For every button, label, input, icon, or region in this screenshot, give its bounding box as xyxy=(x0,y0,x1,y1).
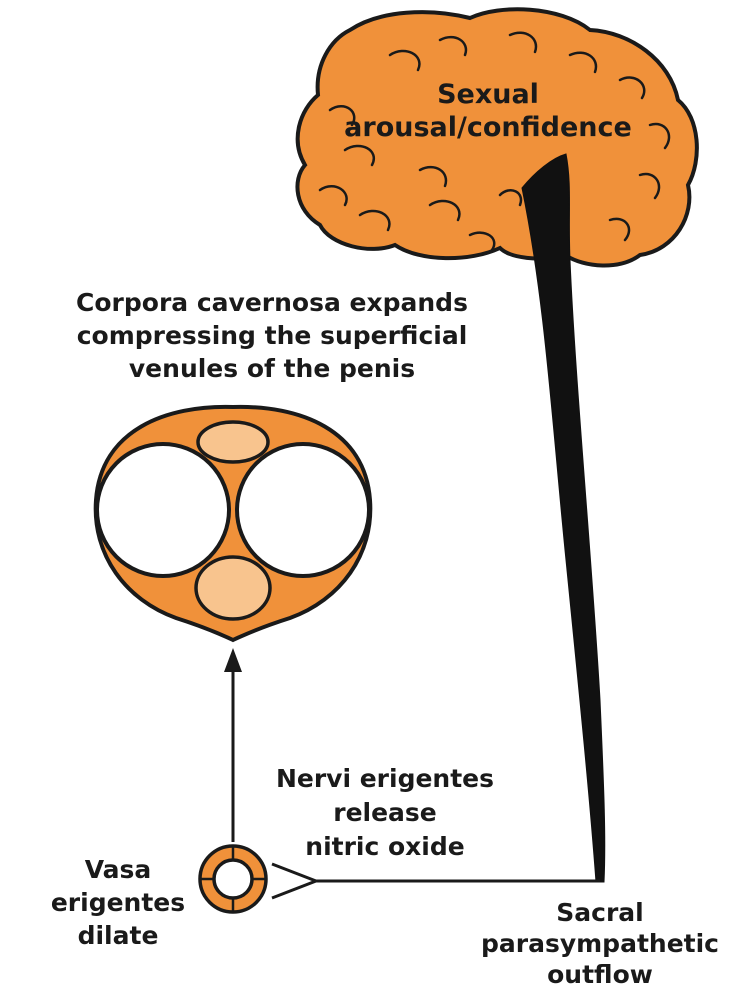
nerve-connection xyxy=(272,864,600,898)
vessel-ring xyxy=(200,846,266,912)
corpora-label-line-3: venules of the penis xyxy=(62,352,482,385)
brain-label-line-1: Sexual xyxy=(318,78,658,111)
vasa-label-line-1: Vasa xyxy=(28,853,208,886)
left-corpus-cavernosum xyxy=(97,444,229,576)
nervi-label-line-1: Nervi erigentes xyxy=(270,762,500,796)
nervi-label-line-3: nitric oxide xyxy=(270,830,500,864)
corpora-label-line-1: Corpora cavernosa expands xyxy=(62,286,482,319)
upward-arrow xyxy=(224,648,242,842)
sacral-label-line-3: outflow xyxy=(470,959,730,990)
corpus-spongiosum xyxy=(196,557,270,619)
sacral-label: Sacral parasympathetic outflow xyxy=(470,897,730,990)
nervi-label: Nervi erigentes release nitric oxide xyxy=(270,762,500,864)
brain-label-line-2: arousal/confidence xyxy=(318,111,658,144)
penis-cross-section xyxy=(96,407,371,640)
vasa-label-line-3: dilate xyxy=(28,919,208,952)
sacral-label-line-2: parasympathetic xyxy=(470,928,730,959)
brain-label: Sexual arousal/confidence xyxy=(318,78,658,144)
right-corpus-cavernosum xyxy=(237,444,369,576)
sacral-label-line-1: Sacral xyxy=(470,897,730,928)
corpora-label: Corpora cavernosa expands compressing th… xyxy=(62,286,482,385)
vasa-label-line-2: erigentes xyxy=(28,886,208,919)
corpora-label-line-2: compressing the superficial xyxy=(62,319,482,352)
superficial-venule xyxy=(198,422,268,462)
nervi-label-line-2: release xyxy=(270,796,500,830)
vasa-label: Vasa erigentes dilate xyxy=(28,853,208,952)
